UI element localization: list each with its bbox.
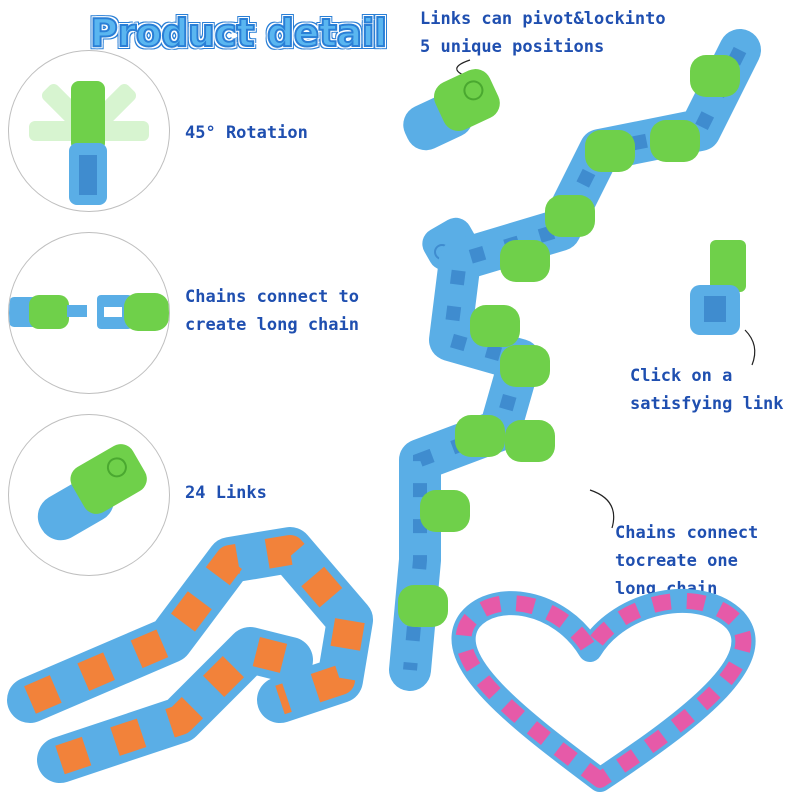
connecting-links-illustration bbox=[9, 293, 169, 331]
connect-chain-callout-line3: long chain bbox=[615, 579, 718, 599]
links-feature-circle bbox=[8, 414, 170, 576]
clicking-link-piece bbox=[690, 240, 746, 335]
connect-chain-callout-line1: Chains connect bbox=[615, 523, 759, 543]
links-caption: 24 Links bbox=[185, 483, 267, 503]
pivot-callout-line2: 5 unique positions bbox=[420, 37, 605, 57]
rotation-caption: 45° Rotation bbox=[185, 123, 308, 143]
connect-caption-line2: create long chain bbox=[185, 315, 359, 335]
connect-feature-circle bbox=[8, 232, 170, 394]
connect-chain-callout-line2: tocreate one bbox=[615, 551, 738, 571]
single-link-illustration bbox=[37, 444, 147, 541]
pivot-link-illustration bbox=[403, 69, 500, 151]
pivot-callout-line1: Links can pivot&lockinto bbox=[420, 9, 666, 29]
heart-chain bbox=[451, 588, 756, 792]
click-callout-line2: satisfying link bbox=[630, 394, 784, 414]
rotating-link-illustration bbox=[29, 81, 149, 205]
click-callout-line1: Click on a bbox=[630, 366, 733, 386]
connect-leader-line bbox=[589, 489, 615, 529]
pivot-leader-line bbox=[456, 59, 479, 81]
rotation-feature-circle bbox=[8, 50, 170, 212]
orange-blue-chain bbox=[7, 527, 373, 783]
connect-caption-line1: Chains connect to bbox=[185, 287, 359, 307]
loose-link-piece bbox=[422, 217, 478, 271]
click-leader-line bbox=[744, 329, 756, 366]
page-title: Product detail bbox=[89, 10, 388, 56]
